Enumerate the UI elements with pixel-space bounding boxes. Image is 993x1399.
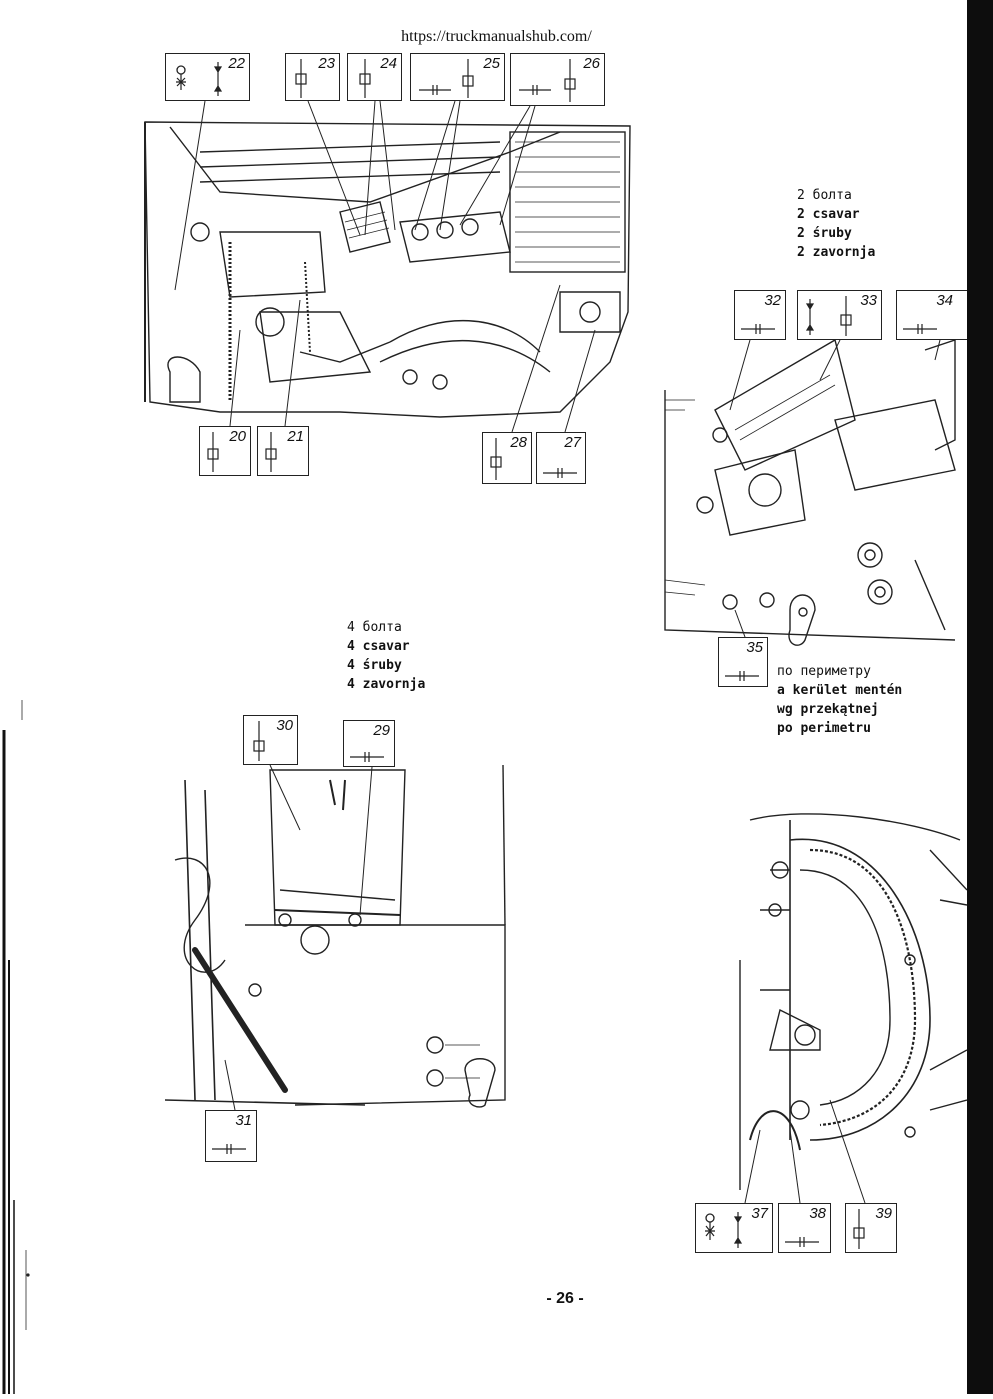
caption-line: 2 zavornja — [797, 245, 876, 260]
caption-bolts-2: 2 болта 2 csavar 2 śruby 2 zavornja — [797, 186, 875, 262]
symbol-box-32: 32 — [734, 290, 786, 340]
caption-bolts-4: 4 болта 4 csavar 4 śruby 4 zavornja — [347, 618, 425, 694]
caption-line: 2 śruby — [797, 226, 852, 241]
illustration-engine-top — [140, 112, 640, 432]
symbol-box-31: 31 — [205, 1110, 257, 1162]
illustration-cover-bottom-left — [165, 760, 510, 1110]
symbol-box-27: 27 — [536, 432, 586, 484]
symbol-box-38: 38 — [778, 1203, 831, 1253]
symbol-number: 30 — [276, 717, 293, 734]
symbol-box-28: 28 — [482, 432, 532, 484]
symbol-box-21: 21 — [257, 426, 309, 476]
symbol-number: 23 — [318, 55, 335, 72]
caption-line: 2 csavar — [797, 207, 860, 222]
symbol-box-22: 22 — [165, 53, 250, 101]
caption-line: 4 csavar — [347, 639, 410, 654]
symbol-number: 21 — [287, 428, 304, 445]
symbol-number: 29 — [373, 722, 390, 739]
symbol-number: 32 — [764, 292, 781, 309]
symbol-box-30: 30 — [243, 715, 298, 765]
page-number: - 26 - — [546, 1290, 584, 1307]
symbol-box-23: 23 — [285, 53, 340, 101]
symbol-number: 31 — [235, 1112, 252, 1129]
symbol-box-34: 34 — [896, 290, 967, 340]
symbol-number: 27 — [564, 434, 581, 451]
caption-line: po perimetru — [777, 721, 871, 736]
illustration-flywheel — [730, 810, 967, 1190]
scan-edge-bar — [967, 0, 993, 1394]
caption-line: 4 болта — [347, 620, 402, 635]
symbol-number: 26 — [583, 55, 600, 72]
symbol-number: 38 — [809, 1205, 826, 1222]
symbol-number: 28 — [510, 434, 527, 451]
caption-line: a kerület mentén — [777, 683, 903, 698]
caption-line: 2 болта — [797, 188, 852, 203]
symbol-box-20: 20 — [199, 426, 251, 476]
illustration-mount-right — [655, 330, 967, 650]
caption-line: 4 zavornja — [347, 677, 426, 692]
symbol-number: 39 — [875, 1205, 892, 1222]
symbol-number: 24 — [380, 55, 397, 72]
source-url[interactable]: https://truckmanualshub.com/ — [401, 28, 592, 45]
caption-line: 4 śruby — [347, 658, 402, 673]
symbol-box-37: 37 — [695, 1203, 773, 1253]
symbol-box-26: 26 — [510, 53, 605, 106]
symbol-number: 22 — [228, 55, 245, 72]
symbol-number: 34 — [936, 292, 953, 309]
symbol-box-25: 25 — [410, 53, 505, 101]
symbol-number: 37 — [751, 1205, 768, 1222]
symbol-box-35: 35 — [718, 637, 768, 687]
symbol-box-29: 29 — [343, 720, 395, 767]
symbol-number: 25 — [483, 55, 500, 72]
symbol-number: 35 — [746, 639, 763, 656]
caption-line: по периметру — [777, 664, 871, 679]
caption-line: wg przekątnej — [777, 702, 879, 717]
symbol-box-24: 24 — [347, 53, 402, 101]
scan-left-edge-marks — [0, 0, 40, 1394]
symbol-number: 20 — [229, 428, 246, 445]
symbol-box-39: 39 — [845, 1203, 897, 1253]
symbol-number: 33 — [860, 292, 877, 309]
symbol-box-33: 33 — [797, 290, 882, 340]
caption-perimeter: по периметру a kerület mentén wg przekąt… — [777, 662, 902, 738]
